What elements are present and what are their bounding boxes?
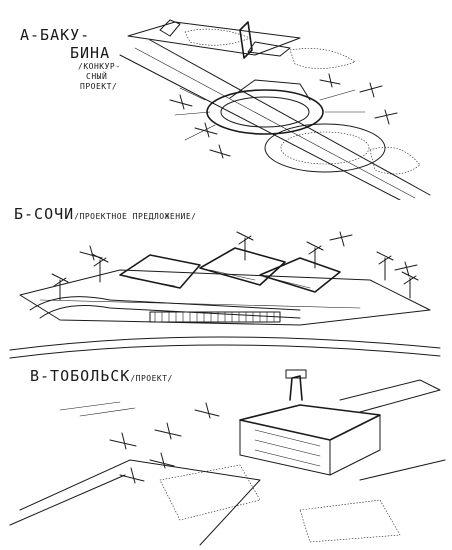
sochi-caption: Б-СОЧИ/ПРОЕКТНОЕ ПРЕДЛОЖЕНИЕ/ [14,204,196,223]
tobolsk-caption: В-ТОБОЛЬСК/ПРОЕКТ/ [30,366,173,385]
panel-baku: А-БАКУ- БИНА /КОНКУР- СНЫЙ ПРОЕКТ/ [0,0,452,200]
baku-note-line-3: ПРОЕКТ/ [80,82,118,91]
baku-title-line-1: А-БАКУ- [20,26,91,44]
panel-sochi: Б-СОЧИ/ПРОЕКТНОЕ ПРЕДЛОЖЕНИЕ/ [0,200,452,360]
sochi-title: Б-СОЧИ [14,205,75,223]
tobolsk-title: В-ТОБОЛЬСК [30,367,131,385]
tobolsk-note: /ПРОЕКТ/ [130,374,173,383]
sochi-drawing [9,231,441,359]
panel-tobolsk: В-ТОБОЛЬСК/ПРОЕКТ/ [0,360,452,550]
tobolsk-drawing [9,369,446,546]
sochi-note: /ПРОЕКТНОЕ ПРЕДЛОЖЕНИЕ/ [74,212,197,221]
baku-drawing [119,19,431,200]
baku-note-line-1: /КОНКУР- [78,62,121,71]
baku-title-line-2: БИНА [70,44,111,62]
baku-note-line-2: СНЫЙ [86,72,108,81]
